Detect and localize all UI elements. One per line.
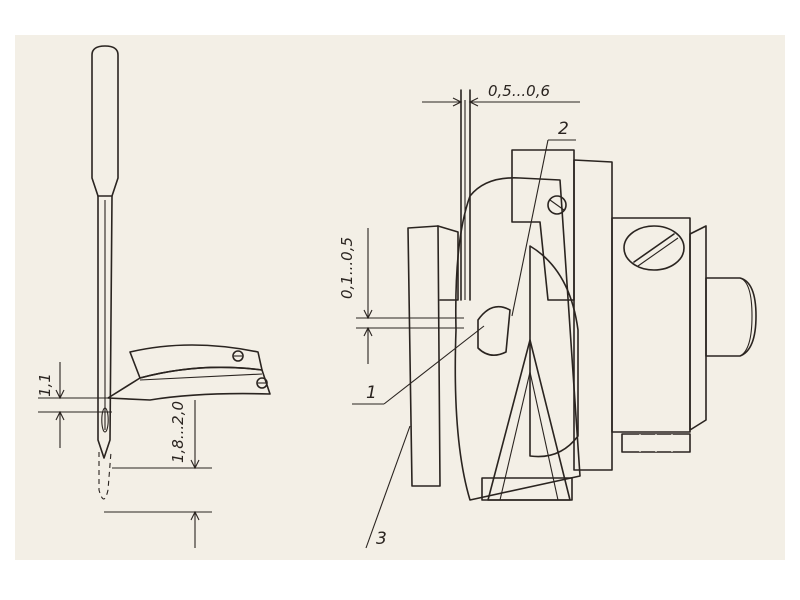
dimension-label-1-8-2-0: 1,8...2,0 <box>169 401 187 463</box>
callout-1: 1 <box>352 325 485 405</box>
hook-tip <box>107 344 271 401</box>
dimension-clearance-top: 0,5...0,6 <box>422 82 580 107</box>
dimension-needle-gap-bottom: 1,8...2,0 <box>104 400 212 548</box>
callout-3: 3 <box>365 425 411 549</box>
callout-label-1: 1 <box>366 383 377 403</box>
callout-label-2: 2 <box>558 119 569 139</box>
dimension-label-1-1: 1,1 <box>36 373 54 397</box>
rotary-hook-body <box>454 149 757 501</box>
callout-2: 2 <box>511 119 576 317</box>
dimension-label-0-1-0-5: 0,1...0,5 <box>338 237 356 299</box>
dimension-clearance-side: 0,1...0,5 <box>338 228 464 364</box>
needle <box>91 45 119 500</box>
dimension-needle-gap-top: 1,1 <box>36 362 112 448</box>
callout-label-3: 3 <box>376 529 387 549</box>
paper-background <box>15 35 785 560</box>
dimension-label-0-5-0-6: 0,5...0,6 <box>488 82 550 100</box>
